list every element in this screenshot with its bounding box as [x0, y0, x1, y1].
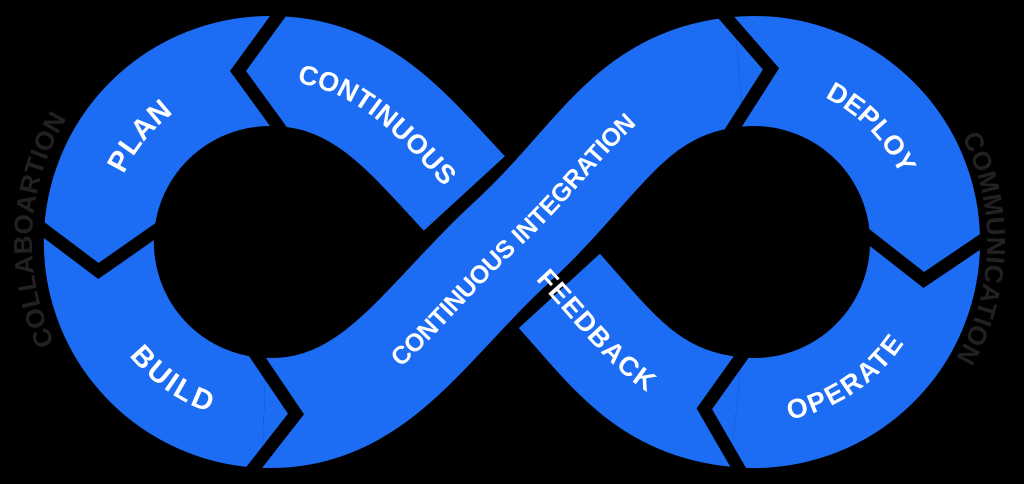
continuous-integration-band: [262, 16, 746, 468]
arrow-chevron-bottom-left: [240, 342, 305, 483]
arrow-chevron-top-right: [712, 3, 780, 143]
deploy-operate-arc: [730, 16, 981, 469]
arrow-chevron-top-left: [229, 1, 292, 141]
arrow-chevron-right: [855, 224, 996, 289]
arrow-chevron-left: [29, 216, 170, 280]
arrow-chevron-bottom-right: [696, 341, 756, 483]
plan-build-arc: [43, 16, 272, 468]
